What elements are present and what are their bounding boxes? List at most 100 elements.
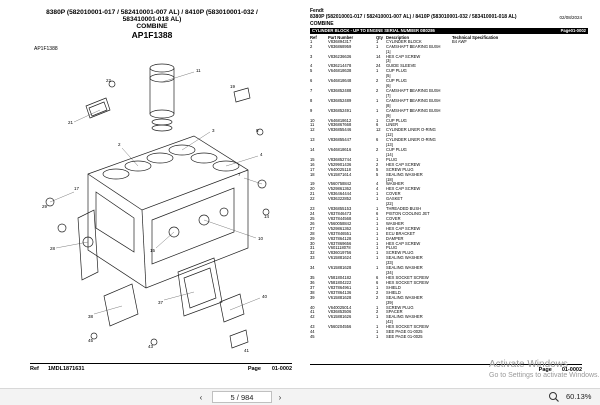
row-ref: 33 [310,256,315,261]
row-qty: 1 [376,44,379,49]
svg-text:7: 7 [238,172,241,177]
row-ref: 10 [310,118,315,123]
table-row: [6] [310,84,588,89]
row-description: [1] [386,49,391,54]
table-row: [39] [310,301,588,306]
table-row: [8] [310,104,588,109]
page-number-input[interactable]: 5 / 984 [212,391,272,403]
row-part-number: V615881626 [328,315,352,320]
row-part-number: V836868959 [328,44,352,49]
row-part-number: V836214478 [328,64,352,69]
row-qty: 1 [376,157,379,162]
svg-text:41: 41 [244,348,250,352]
row-ref: 9 [310,108,313,113]
col-qty: Qty [376,34,383,40]
row-description: CYLINDER LINER O-RING [386,138,436,143]
row-ref: 18 [310,172,315,177]
row-description: CUP PLUG [386,69,407,74]
row-part-number: V837846473 [328,212,352,217]
row-ref: 17 [310,167,315,172]
row-description: SEALING WASHER [386,295,423,300]
row-description: HEX CAP SCREW [386,162,421,167]
right-footer: Page 01-0002 [310,364,582,373]
row-description: HEX SOCKET SCREW [386,280,429,285]
row-qty: 6 [376,280,379,285]
row-description: PLUG [386,246,398,251]
row-part-number: V560758842 [328,182,352,187]
row-tech-spec [452,335,588,340]
right-header-model: 8380P (582010001-017 / 582410001-007 AL)… [310,14,517,21]
row-ref: 5 [310,69,313,74]
row-description: SEALING WASHER [386,256,423,261]
table-row: [34] [310,271,588,276]
row-ref: 44 [310,330,315,335]
row-part-number: V836019756 [328,251,352,256]
row-description: [7] [386,93,391,98]
row-part-number: V837869656 [328,241,352,246]
chevron-right-icon[interactable]: › [278,393,282,402]
row-part-number: V837864961 [328,285,352,290]
row-ref: 24 [310,212,315,217]
row-description: CYLINDER LINER O-RING [386,128,436,133]
page-indicator: 5 / 984 [230,392,254,402]
row-qty: 2 [376,310,379,315]
row-ref: 7 [310,88,313,93]
row-ref: 6 [310,79,313,84]
row-part-number: V836852488 [328,88,352,93]
row-description: PISTON COOLING JET [386,212,430,217]
row-ref: 38 [310,290,315,295]
zoom-level[interactable]: 60.13% [566,392,592,401]
row-description: CYLINDER BLOCK [386,39,422,44]
row-part-number: V836852744 [328,157,352,162]
row-qty: 1 [376,256,379,261]
row-description: CAMSHAFT BEARING BUSH [386,98,441,103]
row-description: [8] [386,103,391,108]
svg-text:45: 45 [88,338,94,343]
row-qty: 1 [376,241,379,246]
left-footer-ref-value: 1MDL1871631 [48,366,85,372]
row-qty: 1 [376,39,379,44]
row-part-number: V615881624 [328,256,352,261]
row-description: PLUG [386,157,398,162]
row-qty: 24 [376,64,381,69]
watermark-subtitle: Go to Settings to activate Windows. [489,371,600,379]
right-footer-page-label: Page [538,367,552,373]
row-description: HEX SOCKET SCREW [386,276,429,280]
row-ref: 19 [310,182,315,187]
row-part-number: V601118078 [328,246,351,251]
row-description: SCREW PLUG [386,251,414,256]
row-ref: 31 [310,246,315,251]
row-ref: 23 [310,207,315,212]
row-part-number: V836852489 [328,98,352,103]
zoom-icon[interactable] [548,391,560,403]
row-ref: 39 [310,295,315,300]
row-part-number: V615881628 [328,295,352,300]
table-row: [12] [310,133,588,138]
row-qty: 6 [376,138,379,143]
row-description: LINER [386,123,399,128]
row-description: COVER [386,192,401,197]
row-part-number: V560204556 [328,325,352,330]
left-header-combine: COMBINE [136,22,168,30]
row-part-number: V640025118 [328,167,351,172]
row-description: SEALING WASHER [386,172,423,177]
row-qty: 2 [376,148,379,153]
svg-text:3: 3 [212,128,215,133]
chevron-left-icon[interactable]: ‹ [199,393,203,402]
